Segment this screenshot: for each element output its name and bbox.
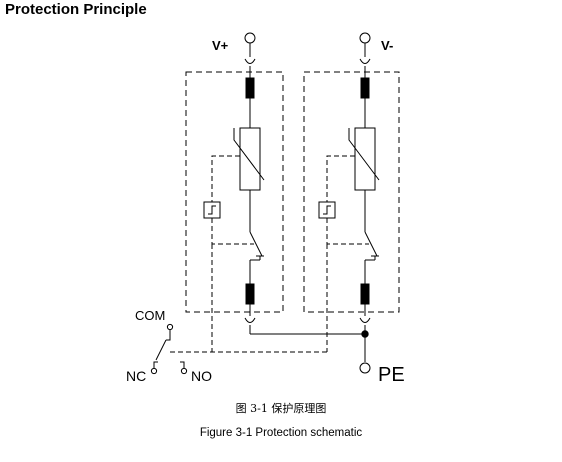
pe-terminal: [359, 362, 371, 374]
nc-label: NC: [126, 368, 146, 384]
no-terminal: [180, 367, 188, 375]
left-fuse-bottom: [245, 283, 255, 305]
v-minus-label: V-: [381, 38, 393, 53]
left-protection-module: [185, 32, 284, 352]
right-module-dashed-enclosure: [303, 71, 400, 313]
pe-label: PE: [378, 364, 405, 386]
v-minus-connector: [359, 58, 371, 64]
right-bottom-connector: [359, 317, 371, 323]
nc-terminal: [150, 367, 158, 375]
left-thermal-switch: [249, 231, 263, 257]
no-label: NO: [191, 368, 212, 384]
figure-caption-chinese: 图 3-1 保护原理图: [235, 402, 327, 415]
left-bottom-connector: [244, 317, 256, 323]
com-terminal: [166, 323, 174, 331]
pe-junction-node: [361, 330, 369, 338]
v-plus-label: V+: [212, 38, 229, 53]
signal-switch-blade: [155, 339, 167, 361]
right-fuse-bottom: [360, 283, 370, 305]
v-plus-connector: [244, 58, 256, 64]
left-varistor: [239, 127, 261, 191]
right-thermal-switch: [364, 231, 378, 257]
right-protection-module: [303, 32, 400, 362]
figure-caption-english: Figure 3-1 Protection schematic: [199, 427, 363, 439]
v-plus-terminal: [244, 32, 256, 44]
left-module-dashed-enclosure: [185, 71, 284, 313]
com-label: COM: [135, 308, 165, 323]
left-fuse-top: [245, 77, 255, 99]
v-minus-terminal: [359, 32, 371, 44]
right-varistor: [354, 127, 376, 191]
page-heading: Protection Principle: [5, 1, 147, 18]
right-fuse-top: [360, 77, 370, 99]
